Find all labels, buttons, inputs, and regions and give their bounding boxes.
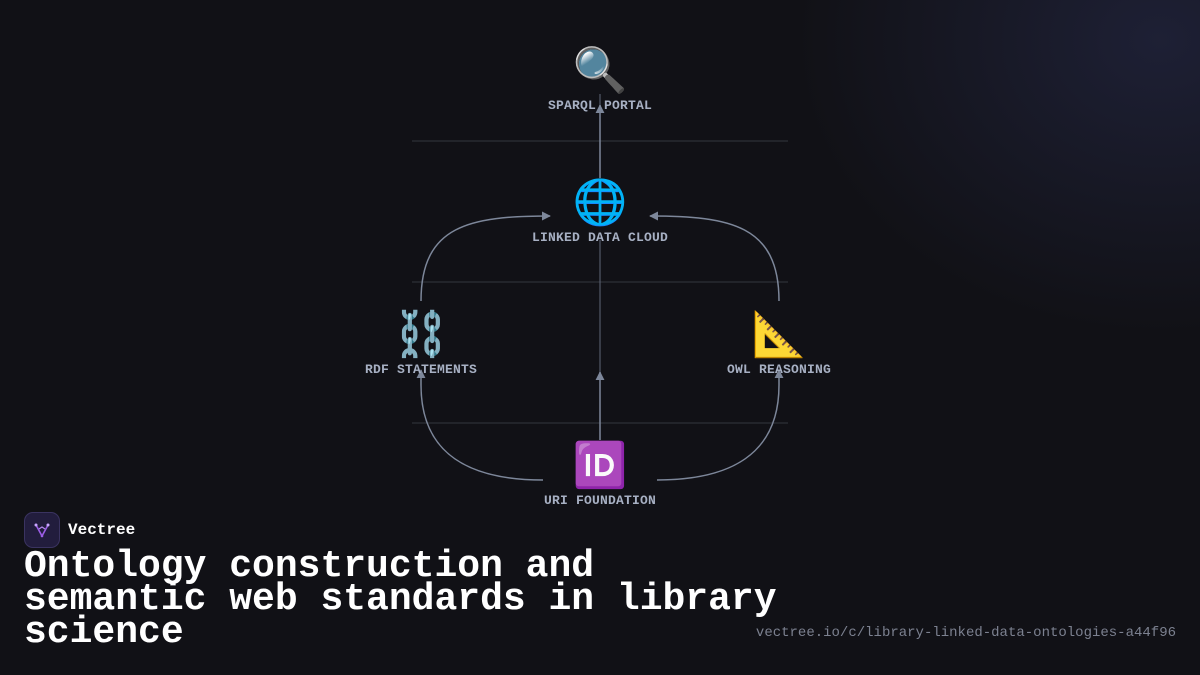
- node-label: RDF STATEMENTS: [364, 362, 478, 377]
- edge-uri-to-rdf: [416, 369, 544, 481]
- node-linked-data-cloud: 🌐 LINKED DATA CLOUD: [490, 176, 710, 245]
- node-rdf-statements: ⛓️ RDF STATEMENTS: [311, 308, 531, 377]
- id-badge-icon: 🆔: [572, 440, 628, 491]
- node-label: OWL REASONING: [726, 362, 832, 377]
- brand: Vectree: [24, 512, 135, 548]
- chain-icon: ⛓️: [393, 309, 449, 360]
- edge-owl-to-cloud: [649, 211, 780, 302]
- globe-icon: 🌐: [572, 177, 628, 228]
- node-uri-foundation: 🆔 URI FOUNDATION: [490, 439, 710, 508]
- page-url: vectree.io/c/library-linked-data-ontolog…: [755, 625, 1176, 641]
- magnifying-glass-icon: 🔍: [572, 45, 628, 96]
- node-label: SPARQL PORTAL: [547, 98, 653, 113]
- triangle-ruler-icon: 📐: [751, 309, 807, 360]
- node-sparql-portal: 🔍 SPARQL PORTAL: [490, 44, 710, 113]
- edge-rdf-to-cloud: [420, 211, 551, 302]
- node-label: URI FOUNDATION: [543, 493, 657, 508]
- edge-uri-to-owl: [656, 369, 784, 481]
- page-title: Ontology construction and semantic web s…: [24, 545, 777, 654]
- node-owl-reasoning: 📐 OWL REASONING: [669, 308, 889, 377]
- brand-name: Vectree: [68, 521, 136, 539]
- vectree-logo-icon: [24, 512, 60, 548]
- node-label: LINKED DATA CLOUD: [531, 230, 669, 245]
